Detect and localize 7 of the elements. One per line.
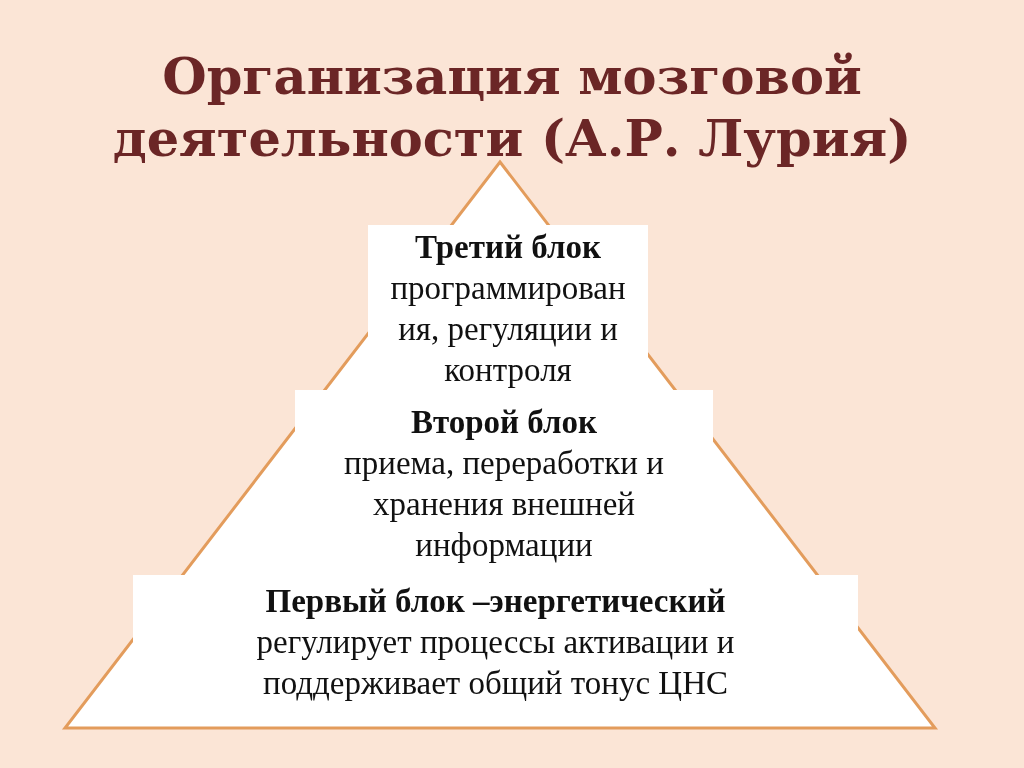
block-description: программирования, регуляции и контроля bbox=[389, 269, 627, 390]
slide-title: Организация мозговой деятельности (А.Р. Лурия) bbox=[111, 45, 913, 169]
block-heading: Третий блок bbox=[415, 228, 601, 267]
block-description: регулирует процессы активации и поддерживает общий тонус ЦНС bbox=[255, 623, 736, 703]
block-heading: Второй блок bbox=[410, 403, 598, 442]
block-description: приема, переработки и хранения внешней информации bbox=[343, 444, 665, 565]
block-heading: Первый блок –энергетический bbox=[265, 582, 726, 621]
